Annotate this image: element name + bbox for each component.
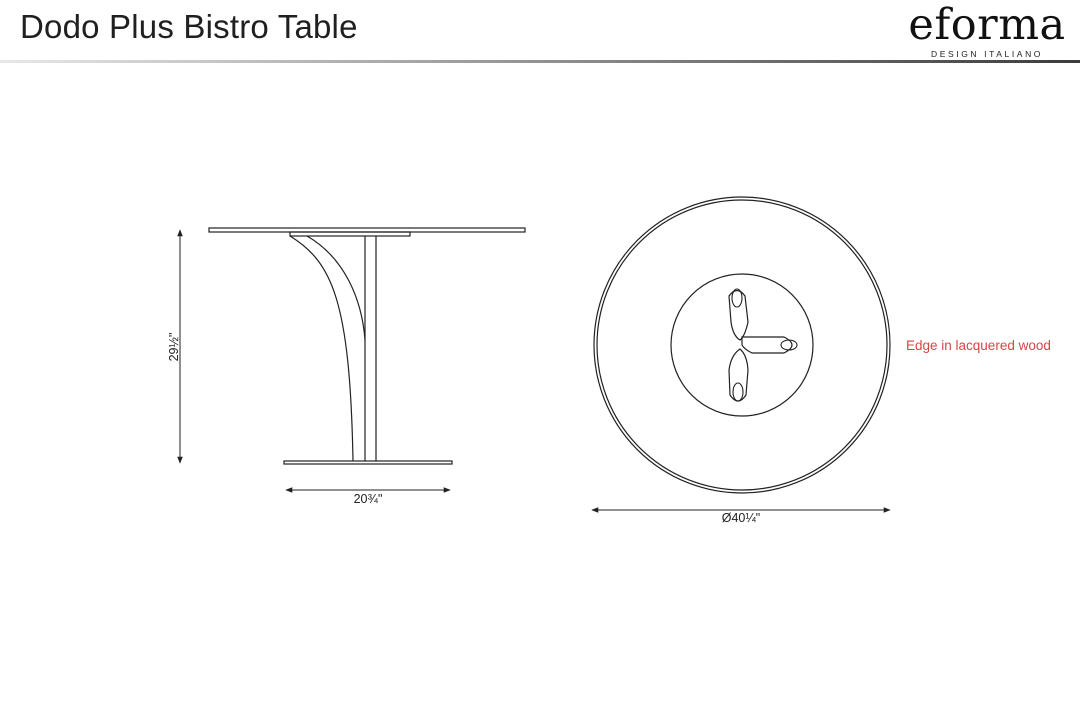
side-view	[208, 227, 526, 465]
base-width-label: 20¾"	[354, 492, 383, 506]
eforma-logo: eforma DESIGN ITALIANO	[902, 2, 1072, 60]
top-view-lacquered-edge	[596, 199, 888, 491]
top-view-leg-top	[728, 289, 749, 341]
header-divider	[0, 60, 1080, 63]
side-view-branch-outer	[289, 235, 354, 462]
top-view-leg-right	[741, 336, 793, 354]
logo-tagline: DESIGN ITALIANO	[930, 49, 1044, 59]
page-header: Dodo Plus Bistro Table eforma DESIGN ITA…	[0, 0, 1080, 63]
top-view-leg-bottom-end	[732, 382, 744, 402]
top-view	[593, 196, 891, 494]
page-title: Dodo Plus Bistro Table	[20, 8, 358, 45]
logo-wordmark: eforma	[908, 0, 1066, 50]
top-view-outer-edge	[593, 196, 891, 494]
side-view-dimensions	[177, 229, 451, 493]
top-view-leg-right-end	[780, 339, 798, 351]
side-view-top-plate	[289, 231, 411, 237]
top-view-base-circle	[670, 273, 814, 417]
top-view-leg-bottom	[728, 348, 749, 402]
diameter-label: Ø40¼"	[722, 511, 761, 525]
side-view-branch-inner	[306, 235, 366, 341]
height-label: 29½"	[167, 333, 181, 362]
top-view-leg-top-end	[731, 288, 743, 308]
side-view-tabletop	[208, 227, 526, 233]
side-view-base	[283, 460, 453, 465]
edge-note: Edge in lacquered wood	[906, 338, 1051, 353]
